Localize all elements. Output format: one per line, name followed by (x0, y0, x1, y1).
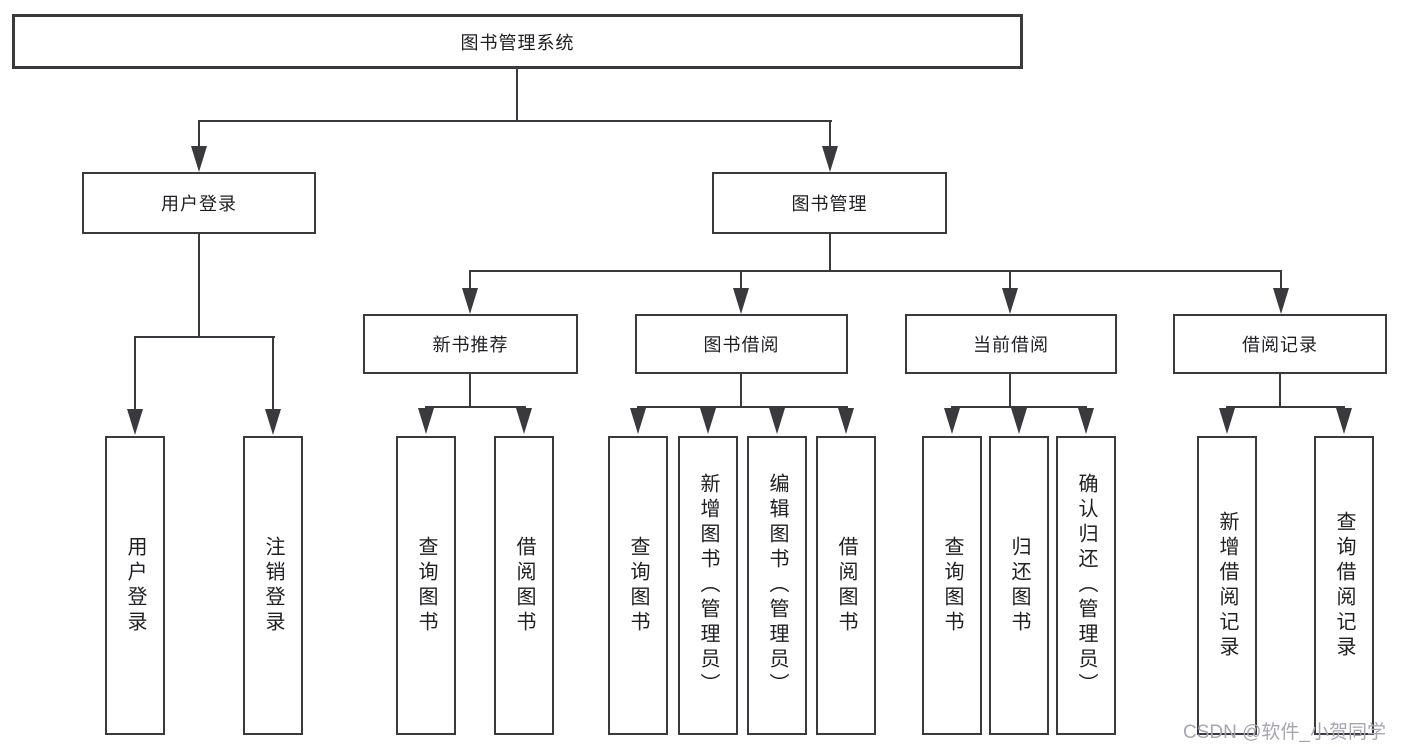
arrowhead-borrow-leaf2 (700, 408, 716, 434)
arrowhead-newbook (462, 288, 478, 314)
leaf-current-return-books: 归还图书 (989, 436, 1049, 735)
node-label: 新书推荐 (432, 335, 509, 355)
connector-borrow-branch-stem (740, 374, 742, 408)
leaf-borrow-edit-books-admin: 编辑图书（管理员） (747, 436, 807, 735)
node-label: 编辑图书（管理员） (766, 473, 788, 698)
leaf-current-confirm-return-admin: 确认归还（管理员） (1056, 436, 1116, 735)
arrowhead-current-leaf3 (1078, 408, 1094, 434)
node-book-management: 图书管理 (712, 172, 947, 234)
leaf-borrow-query-books: 查询图书 (608, 436, 668, 735)
arrowhead-newbook-leaf2 (516, 408, 532, 434)
node-book-borrowing: 图书借阅 (635, 314, 848, 374)
arrowhead-borrow (733, 288, 749, 314)
connector-records-stem (1280, 270, 1282, 292)
connector-borrow-stem (740, 270, 742, 292)
watermark-text: CSDN @软件_小贺同学 (1183, 722, 1386, 743)
arrowhead-user-login (191, 146, 207, 172)
connector-current-branch-stem (1009, 374, 1011, 408)
arrowhead-newbook-leaf1 (418, 408, 434, 434)
connector-current-stem (1009, 270, 1011, 292)
arrowhead-records (1273, 288, 1289, 314)
arrowhead-borrow-leaf4 (838, 408, 854, 434)
node-label: 借阅记录 (1242, 335, 1318, 355)
arrowhead-records-leaf2 (1336, 408, 1352, 434)
node-user-login: 用户登录 (82, 172, 316, 234)
leaf-logout: 注销登录 (243, 436, 303, 735)
node-label: 查询图书 (415, 535, 437, 636)
node-label: 图书管理 (791, 194, 868, 214)
arrowhead-records-leaf1 (1219, 408, 1235, 434)
leaf-current-query-books: 查询图书 (922, 436, 982, 735)
arrowhead-current (1002, 288, 1018, 314)
node-label: 借阅图书 (835, 535, 857, 636)
arrowhead-user-leaf1 (127, 409, 143, 435)
leaf-records-query-record: 查询借阅记录 (1314, 436, 1374, 735)
connector-user-leaf1-stem (134, 336, 136, 410)
connector-user-leaf2-stem (272, 336, 274, 410)
node-label: 借阅图书 (513, 535, 535, 636)
node-label: 用户登录 (161, 194, 237, 214)
arrowhead-borrow-leaf3 (769, 408, 785, 434)
leaf-newbook-borrow-books: 借阅图书 (494, 436, 554, 735)
arrowhead-book-mgmt (822, 146, 838, 172)
arrowhead-borrow-leaf1 (630, 408, 646, 434)
leaf-borrow-add-books-admin: 新增图书（管理员） (678, 436, 738, 735)
connector-newbook-branch-stem (469, 374, 471, 408)
node-current-borrowing: 当前借阅 (905, 314, 1117, 374)
leaf-records-add-record: 新增借阅记录 (1197, 436, 1257, 735)
connector-newbook-hline (425, 406, 526, 408)
connector-level3-hline (469, 270, 1282, 272)
node-new-book-recommend: 新书推荐 (363, 314, 578, 374)
node-library-system-root: 图书管理系统 (12, 14, 1023, 69)
connector-current-hline (951, 406, 1087, 408)
connector-user-branch-stem (198, 234, 200, 338)
connector-records-hline (1226, 406, 1345, 408)
connector-root-stem (516, 68, 518, 122)
node-label: 查询图书 (627, 535, 649, 636)
node-label: 新增借阅记录 (1216, 510, 1238, 661)
arrowhead-current-leaf1 (944, 408, 960, 434)
node-label: 图书借阅 (703, 335, 780, 355)
connector-user-branch-hline (134, 336, 275, 338)
node-label: 归还图书 (1008, 535, 1030, 636)
connector-newbook-stem (469, 270, 471, 292)
connector-records-branch-stem (1279, 374, 1281, 408)
leaf-borrow-borrow-books: 借阅图书 (816, 436, 876, 735)
node-label: 图书管理系统 (460, 32, 575, 53)
connector-borrow-hline (637, 406, 848, 408)
arrowhead-user-leaf2 (265, 409, 281, 435)
connector-user-login-stem (198, 120, 200, 150)
node-label: 当前借阅 (973, 335, 1049, 355)
node-label: 查询图书 (941, 535, 963, 636)
node-borrowing-records: 借阅记录 (1173, 314, 1387, 374)
leaf-user-login: 用户登录 (105, 436, 165, 735)
connector-level2-hline (198, 120, 832, 122)
arrowhead-current-leaf2 (1011, 408, 1027, 434)
node-label: 新增图书（管理员） (697, 473, 719, 698)
node-label: 查询借阅记录 (1333, 510, 1355, 661)
connector-book-mgmt-stem (829, 120, 831, 150)
node-label: 确认归还（管理员） (1075, 473, 1097, 698)
leaf-newbook-query-books: 查询图书 (396, 436, 456, 735)
node-label: 用户登录 (124, 535, 146, 636)
connector-mgmt-branch-stem (829, 234, 831, 272)
node-label: 注销登录 (262, 535, 284, 636)
